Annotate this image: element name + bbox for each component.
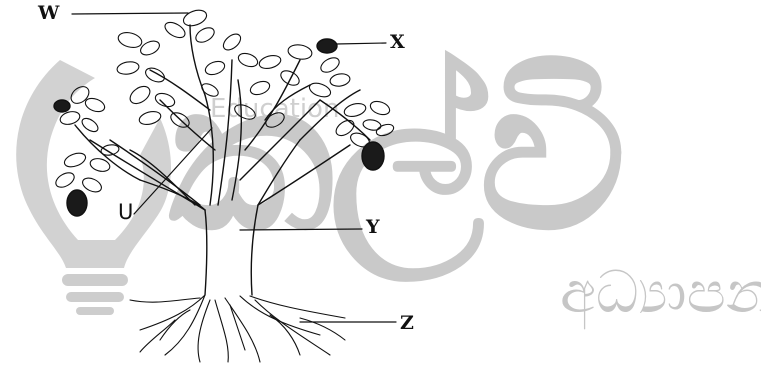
label-x: X <box>390 31 405 53</box>
watermark-main-text: කල්වි <box>168 38 626 276</box>
fruit-right <box>361 141 385 171</box>
trunk <box>139 139 301 296</box>
fruit-left-bottom <box>66 189 88 217</box>
roots <box>129 294 346 363</box>
fruit-left-top <box>53 99 71 113</box>
pointer-x <box>335 42 387 45</box>
label-y: Y <box>366 216 380 238</box>
label-pointers <box>71 12 397 323</box>
watermark-sub-text: අධ්‍යාපන <box>560 258 761 326</box>
leaves <box>55 9 395 193</box>
label-z: Z <box>400 312 414 334</box>
label-w: W <box>38 2 60 24</box>
pointer-y <box>239 228 363 231</box>
label-u: U <box>118 200 134 224</box>
fruits <box>53 38 385 217</box>
watermark-bulb-icon <box>16 60 172 315</box>
pointer-u <box>133 127 213 215</box>
fruit-x <box>316 38 338 54</box>
pointer-w <box>71 12 189 15</box>
